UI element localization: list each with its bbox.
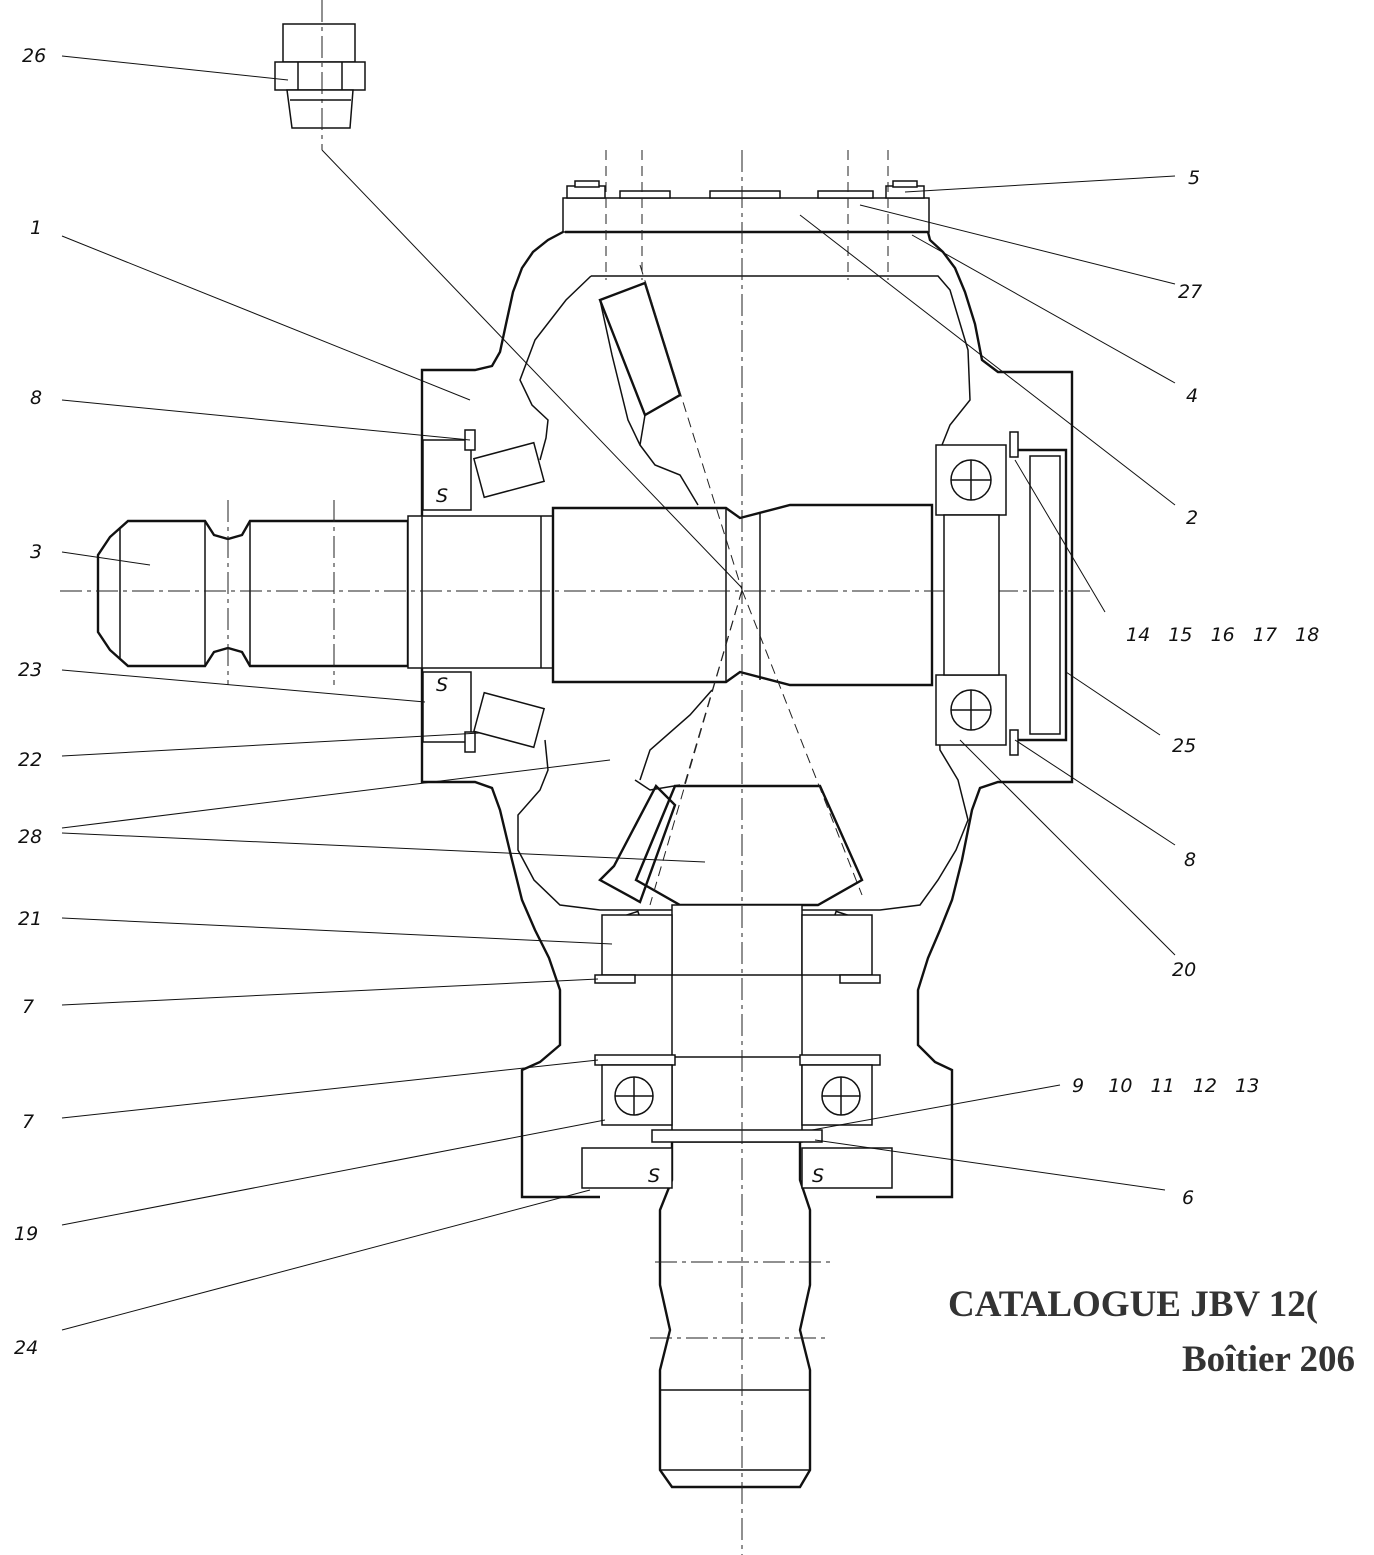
callout-8-left: 8 xyxy=(30,387,42,409)
callout-21: 21 xyxy=(18,908,42,930)
catalogue-title: CATALOGUE JBV 12( xyxy=(948,1284,1319,1325)
top-cover xyxy=(562,180,930,234)
input-shaft xyxy=(96,503,934,687)
callout-3: 3 xyxy=(30,541,42,563)
upper-bevel-gear xyxy=(598,281,699,506)
right-bearings xyxy=(935,431,1068,756)
breather-plug xyxy=(274,23,366,129)
callout-4: 4 xyxy=(1186,385,1198,407)
callout-numbers: 26 1 8 3 23 22 28 21 7 7 19 24 5 27 4 2 … xyxy=(14,45,1319,1359)
svg-text:S: S xyxy=(436,674,448,696)
callout-24: 24 xyxy=(14,1337,38,1359)
callout-28: 28 xyxy=(18,826,42,848)
callout-26: 26 xyxy=(22,45,46,67)
callout-25: 25 xyxy=(1172,735,1196,757)
callout-1: 1 xyxy=(30,217,42,239)
callout-6: 6 xyxy=(1182,1187,1194,1209)
callout-2: 2 xyxy=(1186,507,1198,529)
callout-14-18: 14 15 16 17 18 xyxy=(1126,624,1319,646)
callout-8-right: 8 xyxy=(1184,849,1196,871)
callout-20: 20 xyxy=(1172,959,1196,981)
lower-bearings: S S xyxy=(581,910,893,1189)
callout-9-13: 9 10 11 12 13 xyxy=(1072,1075,1259,1097)
callout-22: 22 xyxy=(18,749,42,771)
output-shaft xyxy=(650,904,830,1489)
callout-5: 5 xyxy=(1188,167,1200,189)
leader-lines xyxy=(61,55,1176,1331)
callout-7-lower: 7 xyxy=(22,1111,34,1133)
callout-23: 23 xyxy=(18,659,42,681)
svg-text:S: S xyxy=(648,1165,660,1187)
svg-text:S: S xyxy=(812,1165,824,1187)
left-bearings: S S xyxy=(422,429,546,753)
bevel-pinion xyxy=(598,689,864,907)
callout-19: 19 xyxy=(14,1223,38,1245)
callout-27: 27 xyxy=(1178,281,1202,303)
housing-subtitle: Boîtier 206 xyxy=(1182,1339,1355,1380)
callout-7-upper: 7 xyxy=(22,996,34,1018)
svg-text:S: S xyxy=(436,485,448,507)
